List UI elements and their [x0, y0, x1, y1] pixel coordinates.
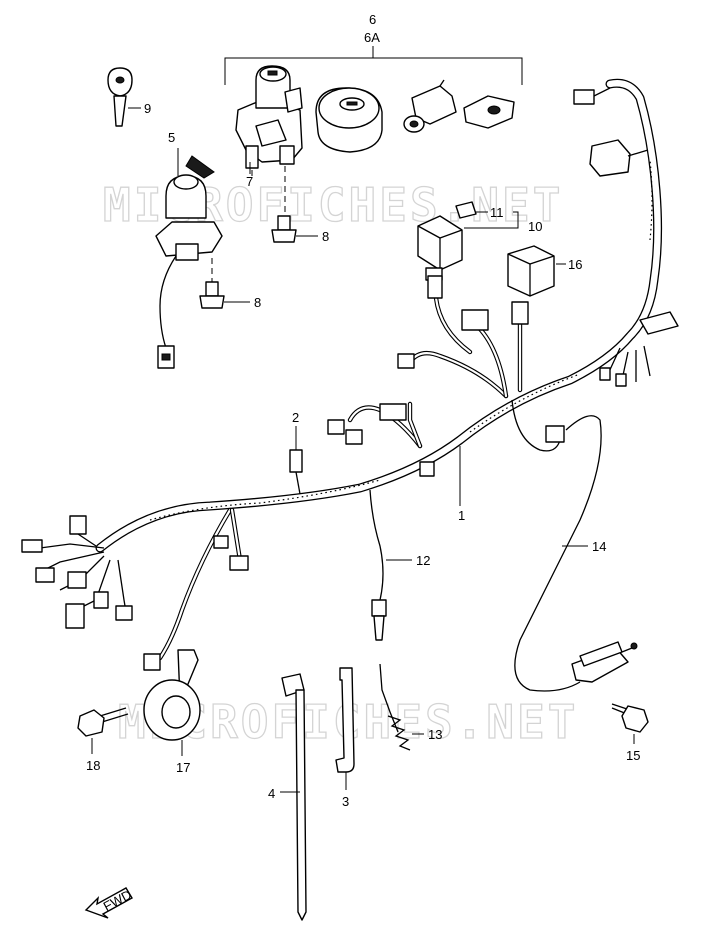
- callout-13: 13: [428, 727, 442, 742]
- lock-cap: [463, 95, 515, 129]
- bracket-10-11: [464, 211, 519, 229]
- relay-16: [507, 245, 566, 297]
- callout-12: 12: [416, 553, 430, 568]
- fwd-label: FWD: [101, 887, 134, 914]
- steering-lock: [403, 79, 457, 133]
- tie-strap-4: [280, 673, 307, 921]
- main-wiring-harness: [95, 78, 663, 553]
- callout-18: 18: [86, 758, 100, 773]
- bolt-18: [77, 707, 129, 754]
- callout-5: 5: [168, 130, 175, 145]
- screw-8-lower: [199, 281, 250, 309]
- callout-8-upper: 8: [322, 229, 329, 244]
- fuse: [455, 201, 488, 219]
- screw-8-upper: [271, 215, 318, 243]
- harness-branch-relay: [397, 275, 529, 399]
- callout-16: 16: [568, 257, 582, 272]
- callout-17: 17: [176, 760, 190, 775]
- lead-wire-14: [511, 399, 602, 692]
- fwd-arrow-icon: FWD: [84, 887, 134, 919]
- callout-7: 7: [246, 174, 253, 189]
- fuel-cap-lock: [315, 87, 383, 153]
- part-6-bracket: [224, 46, 523, 85]
- left-connectors: [21, 515, 133, 629]
- callout-14: 14: [592, 539, 606, 554]
- callout-2: 2: [292, 410, 299, 425]
- callout-6a: 6A: [364, 30, 380, 45]
- ignition-switch: [155, 148, 223, 369]
- callout-8-lower: 8: [254, 295, 261, 310]
- callout-4: 4: [268, 786, 275, 801]
- bolt-15: [611, 703, 649, 744]
- spring-13: [379, 663, 424, 751]
- clamp-15: [571, 641, 638, 683]
- callout-15: 15: [626, 748, 640, 763]
- callout-1: 1: [458, 508, 465, 523]
- middle-connectors: [289, 401, 435, 495]
- callout-3: 3: [342, 794, 349, 809]
- sensor-lead-12: [369, 489, 412, 641]
- relay: [417, 215, 463, 281]
- horn: [143, 649, 201, 756]
- callout-6: 6: [369, 12, 376, 27]
- clamp-3: [335, 667, 355, 790]
- ignition-key: [107, 67, 141, 127]
- upper-right-connectors: [573, 87, 679, 387]
- callout-9: 9: [144, 101, 151, 116]
- horn-branch: [143, 507, 249, 671]
- callout-10: 10: [528, 219, 542, 234]
- callout-11: 11: [490, 205, 504, 220]
- ignition-lock-assembly: [235, 65, 303, 216]
